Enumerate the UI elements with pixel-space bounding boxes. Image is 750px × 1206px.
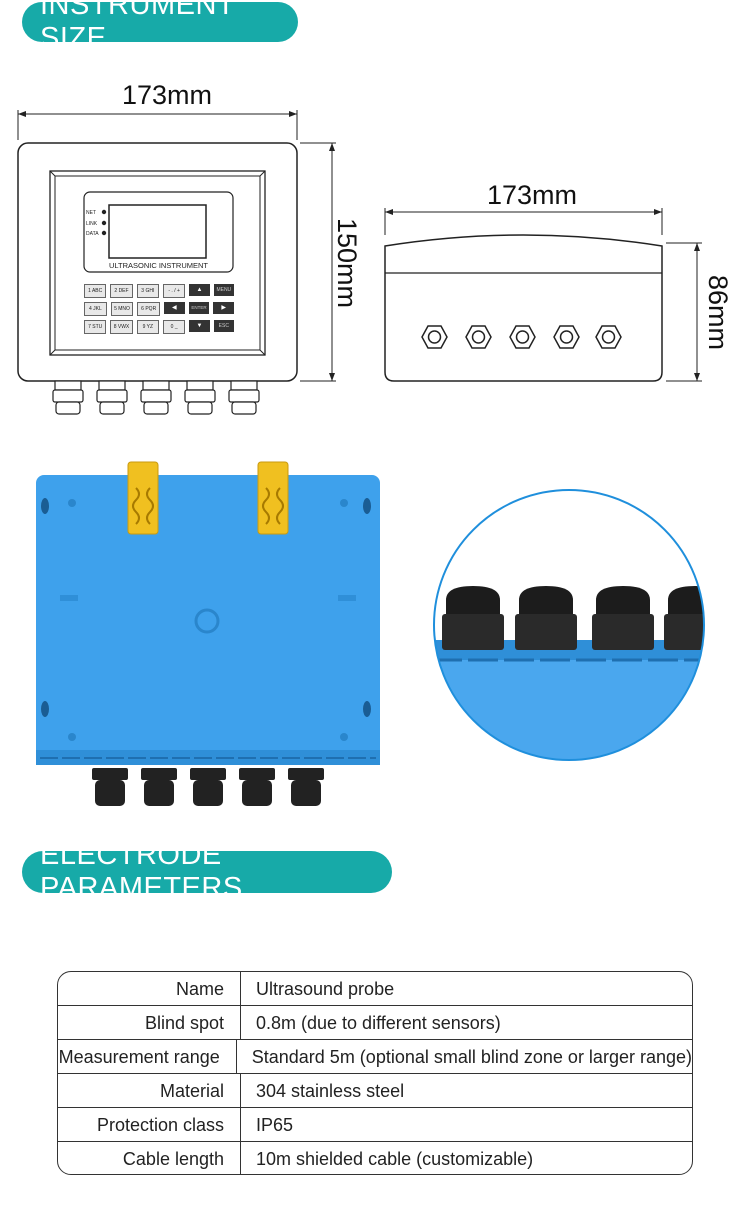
parameters-table: Name Ultrasound probe Blind spot 0.8m (d…	[57, 971, 693, 1175]
key-label: - . / +	[168, 288, 180, 294]
key-symbols[interactable]: - . / +	[162, 284, 186, 298]
closeup-glands	[442, 586, 704, 650]
instrument-size-banner: INSTRUMENT SIZE	[22, 0, 298, 54]
front-cable-glands	[52, 380, 260, 415]
housing-glands	[92, 768, 324, 806]
param-value: 304 stainless steel	[256, 1081, 405, 1101]
electrode-parameters-banner: ELECTRODE PARAMETERS	[22, 839, 392, 904]
param-name: Name	[58, 972, 241, 1005]
key-right[interactable]: ▶	[213, 302, 235, 314]
gland-closeup-photo	[433, 489, 705, 761]
table-row: Cable length 10m shielded cable (customi…	[58, 1142, 692, 1174]
key-4[interactable]: 4 JKL	[84, 302, 107, 316]
param-value: 10m shielded cable (customizable)	[256, 1149, 534, 1169]
section-title: INSTRUMENT SIZE	[40, 0, 235, 54]
key-label: ESC	[218, 323, 229, 329]
chevron-up-icon: ▲	[196, 287, 203, 293]
key-left[interactable]: ◀	[164, 302, 185, 314]
key-esc[interactable]: ESC	[213, 320, 234, 332]
key-label: 3 GHI	[141, 288, 155, 294]
indicator-data: DATA	[86, 231, 99, 237]
key-5[interactable]: 5 MNO	[110, 302, 134, 316]
param-value: 0.8m (due to different sensors)	[256, 1013, 501, 1033]
param-name: Material	[58, 1074, 241, 1107]
table-row: Measurement range Standard 5m (optional …	[58, 1040, 692, 1074]
key-1[interactable]: 1 ABC	[84, 284, 107, 298]
key-0[interactable]: 0 _	[162, 320, 186, 334]
rail-clip	[127, 461, 289, 535]
side-cable-glands	[421, 325, 622, 349]
table-row: Protection class IP65	[58, 1108, 692, 1142]
housing-back-photo	[36, 461, 380, 806]
param-value: Standard 5m (optional small blind zone o…	[251, 1047, 692, 1067]
param-name: Cable length	[58, 1142, 241, 1174]
key-label: 6 PQR	[141, 306, 157, 312]
key-label: 4 JKL	[88, 306, 102, 312]
key-8[interactable]: 8 VWX	[110, 320, 133, 334]
table-row: Name Ultrasound probe	[58, 972, 692, 1006]
key-label: 9 YZ	[142, 324, 154, 330]
param-name: Measurement range	[58, 1040, 237, 1073]
key-down[interactable]: ▼	[189, 320, 210, 332]
param-value: Ultrasound probe	[256, 979, 395, 999]
key-up[interactable]: ▲	[189, 284, 210, 296]
key-label: 7 STU	[88, 324, 103, 330]
chevron-right-icon: ▶	[221, 305, 226, 311]
indicator-labels: NET LINK DATA	[86, 208, 99, 240]
side-view-drawing	[384, 208, 702, 382]
key-label: 0 _	[170, 324, 178, 330]
side-width-label: 173mm	[487, 180, 578, 210]
key-label: 5 MNO	[114, 306, 130, 312]
front-width-label: 173mm	[122, 80, 213, 110]
section-title: ELECTRODE PARAMETERS	[40, 839, 243, 904]
param-value: IP65	[256, 1115, 294, 1135]
keypad: 1 ABC 2 DEF 3 GHI - . / + ▲ MENU 4 JKL 5…	[84, 284, 235, 334]
key-3[interactable]: 3 GHI	[136, 284, 159, 298]
indicator-link: LINK	[86, 220, 98, 227]
key-7[interactable]: 7 STU	[84, 320, 107, 334]
param-name: Protection class	[58, 1108, 241, 1141]
key-enter[interactable]: ENTER	[188, 302, 210, 314]
key-label: 8 VWX	[113, 324, 130, 330]
key-label: MENU	[216, 287, 232, 293]
chevron-down-icon: ▼	[196, 323, 203, 329]
table-row: Blind spot 0.8m (due to different sensor…	[58, 1006, 692, 1040]
key-label: 2 DEF	[114, 288, 129, 294]
chevron-left-icon: ◀	[172, 305, 177, 311]
key-label: ENTER	[191, 305, 207, 310]
key-label: 1 ABC	[88, 288, 103, 294]
front-view-drawing	[17, 110, 336, 415]
table-row: Material 304 stainless steel	[58, 1074, 692, 1108]
key-9[interactable]: 9 YZ	[136, 320, 159, 334]
key-6[interactable]: 6 PQR	[137, 302, 161, 316]
key-2[interactable]: 2 DEF	[110, 284, 133, 298]
indicator-net: NET	[86, 210, 96, 216]
key-menu[interactable]: MENU	[213, 284, 234, 296]
param-name: Blind spot	[58, 1006, 241, 1039]
screen-title: ULTRASONIC INSTRUMENT	[108, 261, 209, 270]
